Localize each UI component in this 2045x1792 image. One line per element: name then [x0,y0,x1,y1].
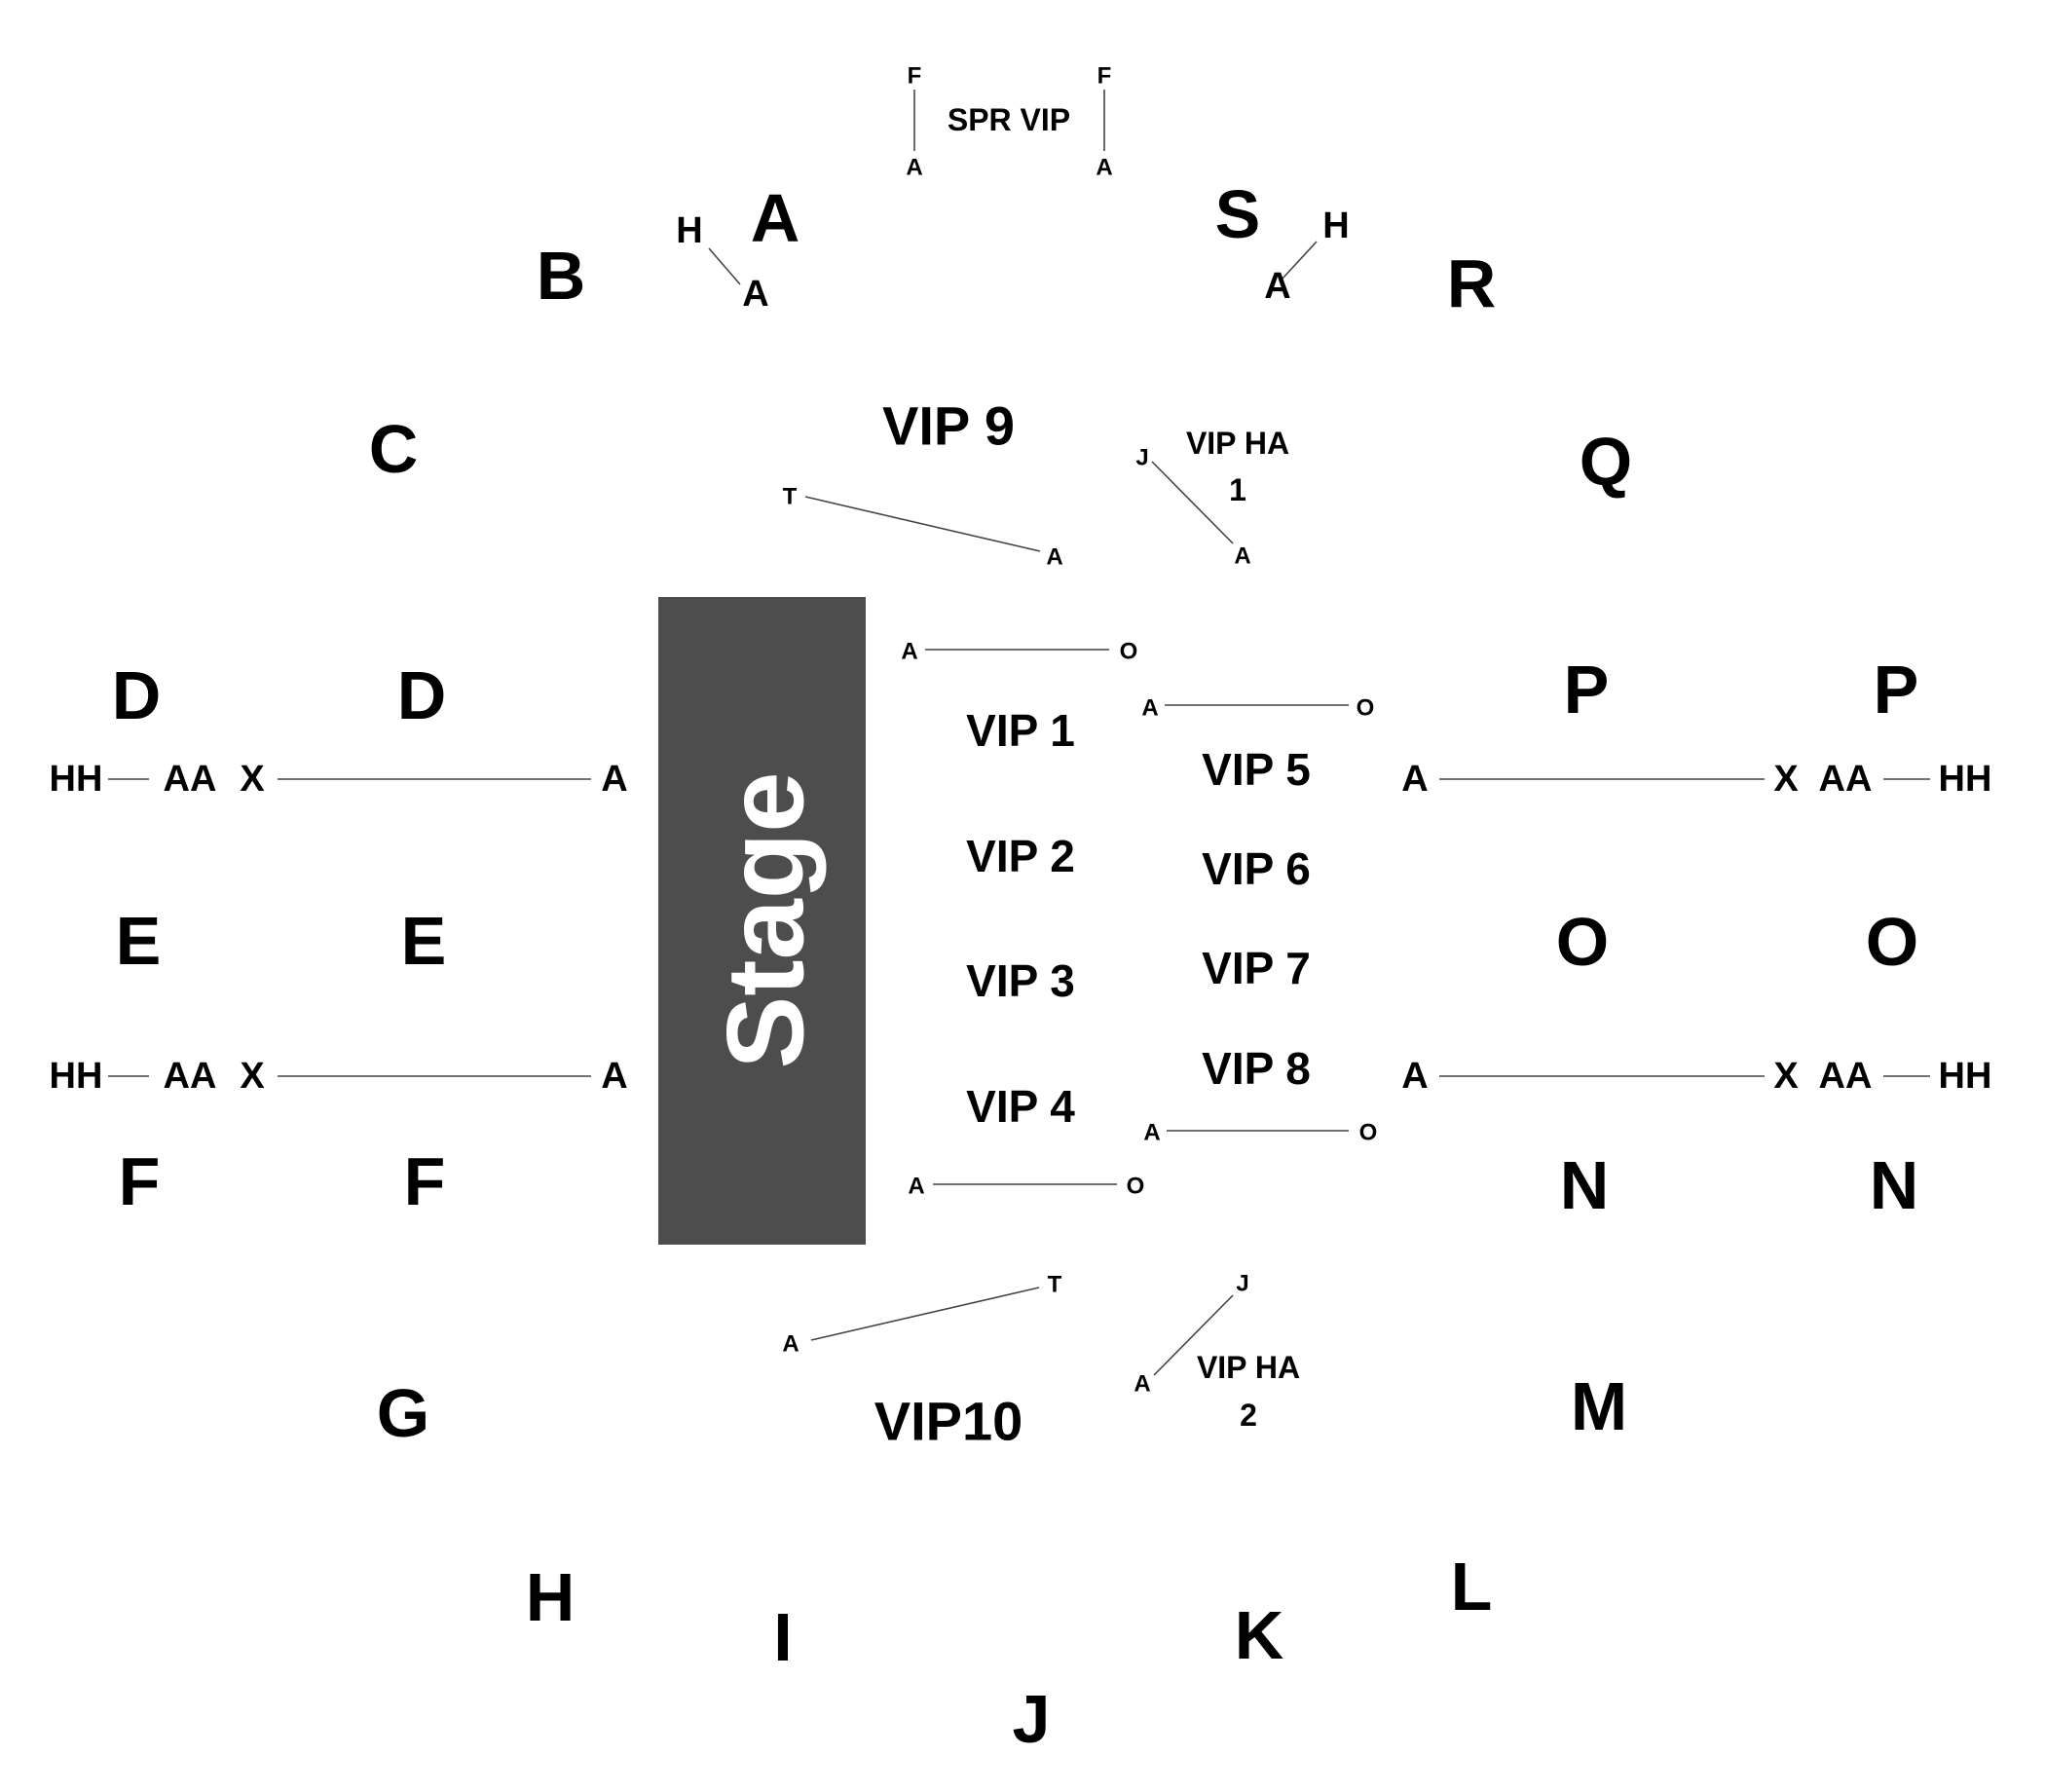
row-vip1-first: A [901,639,917,665]
stage-label: Stage [705,772,827,1069]
row-vip-ha-2-first: A [1134,1371,1150,1398]
vip-ha-2-row-line [1153,1294,1234,1376]
row-vip5-last: O [1357,695,1375,722]
row-vip8-first: A [1143,1120,1160,1146]
section-n-inner[interactable]: N [1560,1147,1610,1223]
section-vip-5[interactable]: VIP 5 [1202,744,1311,795]
vip9-row-line [804,496,1041,552]
section-f-outer[interactable]: F [119,1143,161,1219]
row-a-last: H [676,210,702,251]
row-left-bottom-a: A [601,1056,627,1097]
section-s-row-line [1282,241,1318,280]
section-d-outer[interactable]: D [112,657,162,733]
section-p-inner[interactable]: P [1564,652,1610,728]
row-left-bottom-x: X [240,1056,265,1097]
row-right-bottom-a: A [1401,1056,1428,1097]
row-vip10-last: T [1048,1272,1062,1298]
section-h[interactable]: H [526,1559,576,1635]
row-spr-left-first: F [908,63,922,90]
section-o-outer[interactable]: O [1866,904,1918,980]
stage-block[interactable] [658,597,866,1245]
section-k[interactable]: K [1235,1597,1284,1673]
row-left-top-a: A [601,759,627,800]
section-vip-3[interactable]: VIP 3 [966,955,1075,1006]
row-vip8-last: O [1359,1120,1378,1146]
row-spr-right-last: A [1096,155,1112,181]
row-right-top-aa: AA [1819,759,1873,800]
section-s[interactable]: S [1215,176,1261,252]
row-vip10-first: A [782,1331,799,1358]
row-vip4-first: A [908,1174,924,1200]
section-f-inner[interactable]: F [404,1143,446,1219]
row-left-bottom-hh: HH [50,1056,103,1097]
row-left-top-aa: AA [164,759,217,800]
row-right-bottom-hh: HH [1939,1056,1992,1097]
section-vip-9[interactable]: VIP 9 [882,395,1015,457]
section-c[interactable]: C [369,411,419,487]
section-n-outer[interactable]: N [1870,1147,1919,1223]
section-p-outer[interactable]: P [1874,652,1919,728]
section-vip-ha-2-line1[interactable]: VIP HA [1197,1350,1300,1385]
section-m[interactable]: M [1571,1368,1627,1444]
vip-ha-1-row-line [1151,461,1234,544]
section-e-inner[interactable]: E [401,903,447,979]
section-vip-ha-1-line2[interactable]: 1 [1229,472,1246,507]
vip10-row-line [810,1287,1040,1341]
section-a-row-line [708,247,741,285]
row-vip-ha-2-last: J [1236,1271,1248,1297]
section-vip-10[interactable]: VIP10 [874,1391,1023,1452]
row-right-bottom-aa: AA [1819,1056,1873,1097]
section-vip-8[interactable]: VIP 8 [1202,1043,1311,1094]
row-spr-right-first: F [1097,63,1112,90]
row-vip-ha-1-last: J [1135,445,1148,471]
section-i[interactable]: I [773,1599,792,1675]
row-right-top-a: A [1401,759,1428,800]
section-j[interactable]: J [1013,1681,1051,1757]
row-s-first: A [1264,266,1290,307]
row-s-last: H [1322,205,1349,246]
row-vip5-first: A [1141,695,1158,722]
section-d-inner[interactable]: D [397,657,447,733]
section-vip-6[interactable]: VIP 6 [1202,843,1311,894]
row-vip1-last: O [1120,639,1138,665]
row-left-top-hh: HH [50,759,103,800]
section-vip-2[interactable]: VIP 2 [966,831,1075,881]
section-q[interactable]: Q [1580,424,1632,500]
section-vip-ha-2-line2[interactable]: 2 [1240,1398,1257,1433]
section-vip-7[interactable]: VIP 7 [1202,943,1311,993]
section-o-inner[interactable]: O [1556,904,1609,980]
row-vip9-last: T [783,484,798,510]
row-left-bottom-aa: AA [164,1056,217,1097]
row-spr-left-last: A [906,155,922,181]
row-vip4-last: O [1127,1174,1145,1200]
row-vip-ha-1-first: A [1234,543,1250,570]
row-a-first: A [742,274,768,315]
section-vip-4[interactable]: VIP 4 [966,1081,1075,1132]
row-left-top-x: X [240,759,265,800]
section-spr-vip[interactable]: SPR VIP [948,102,1070,137]
section-vip-ha-1-line1[interactable]: VIP HA [1186,426,1289,461]
row-right-top-x: X [1773,759,1799,800]
section-a[interactable]: A [751,180,800,256]
section-g[interactable]: G [377,1375,429,1451]
row-vip9-first: A [1046,544,1062,571]
row-right-bottom-x: X [1773,1056,1799,1097]
section-b[interactable]: B [537,238,586,314]
section-e-outer[interactable]: E [116,903,162,979]
row-right-top-hh: HH [1939,759,1992,800]
section-l[interactable]: L [1451,1549,1493,1624]
section-vip-1[interactable]: VIP 1 [966,705,1075,756]
section-r[interactable]: R [1447,245,1497,321]
